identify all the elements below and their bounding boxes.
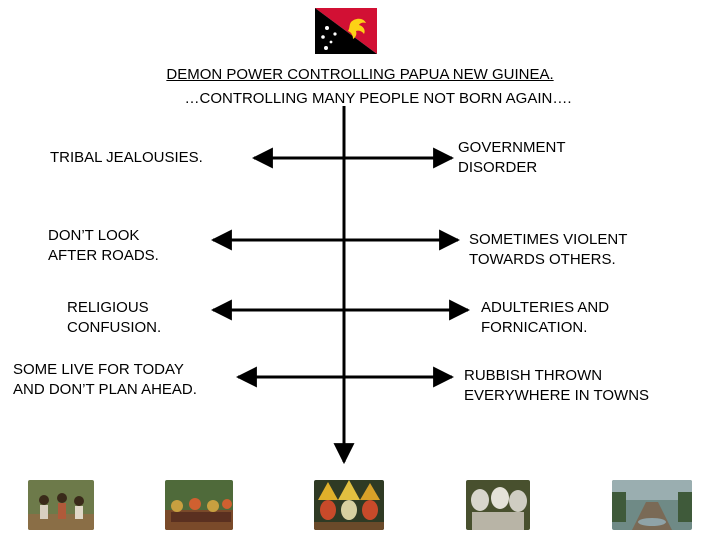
label-religious-confusion: RELIGIOUS CONFUSION. <box>67 299 162 336</box>
photo-dancers <box>165 480 233 530</box>
bird-of-paradise-icon <box>348 18 366 39</box>
photo-painted-warriors <box>314 480 384 530</box>
southern-cross-stars-icon <box>321 26 337 50</box>
photo-village-people <box>28 480 94 530</box>
papua-new-guinea-flag <box>315 8 377 54</box>
label-tribal-jealousies: TRIBAL JEALOUSIES. <box>50 149 203 166</box>
label-violence: SOMETIMES VIOLENT TOWARDS OTHERS. <box>469 231 628 268</box>
label-live-for-today: SOME LIVE FOR TODAY AND DON’T PLAN AHEAD… <box>13 361 197 398</box>
label-government-disorder: GOVERNMENT DISORDER <box>458 139 566 176</box>
photo-muddy-road <box>612 480 692 530</box>
page-subtitle: …CONTROLLING MANY PEOPLE NOT BORN AGAIN…… <box>184 90 572 107</box>
photo-mudmen <box>466 480 530 530</box>
label-roads: DON’T LOOK AFTER ROADS. <box>48 227 159 264</box>
label-rubbish: RUBBISH THROWN EVERYWHERE IN TOWNS <box>464 367 650 404</box>
page-title: DEMON POWER CONTROLLING PAPUA NEW GUINEA… <box>166 66 554 83</box>
label-adulteries: ADULTERIES AND FORNICATION. <box>481 299 610 336</box>
